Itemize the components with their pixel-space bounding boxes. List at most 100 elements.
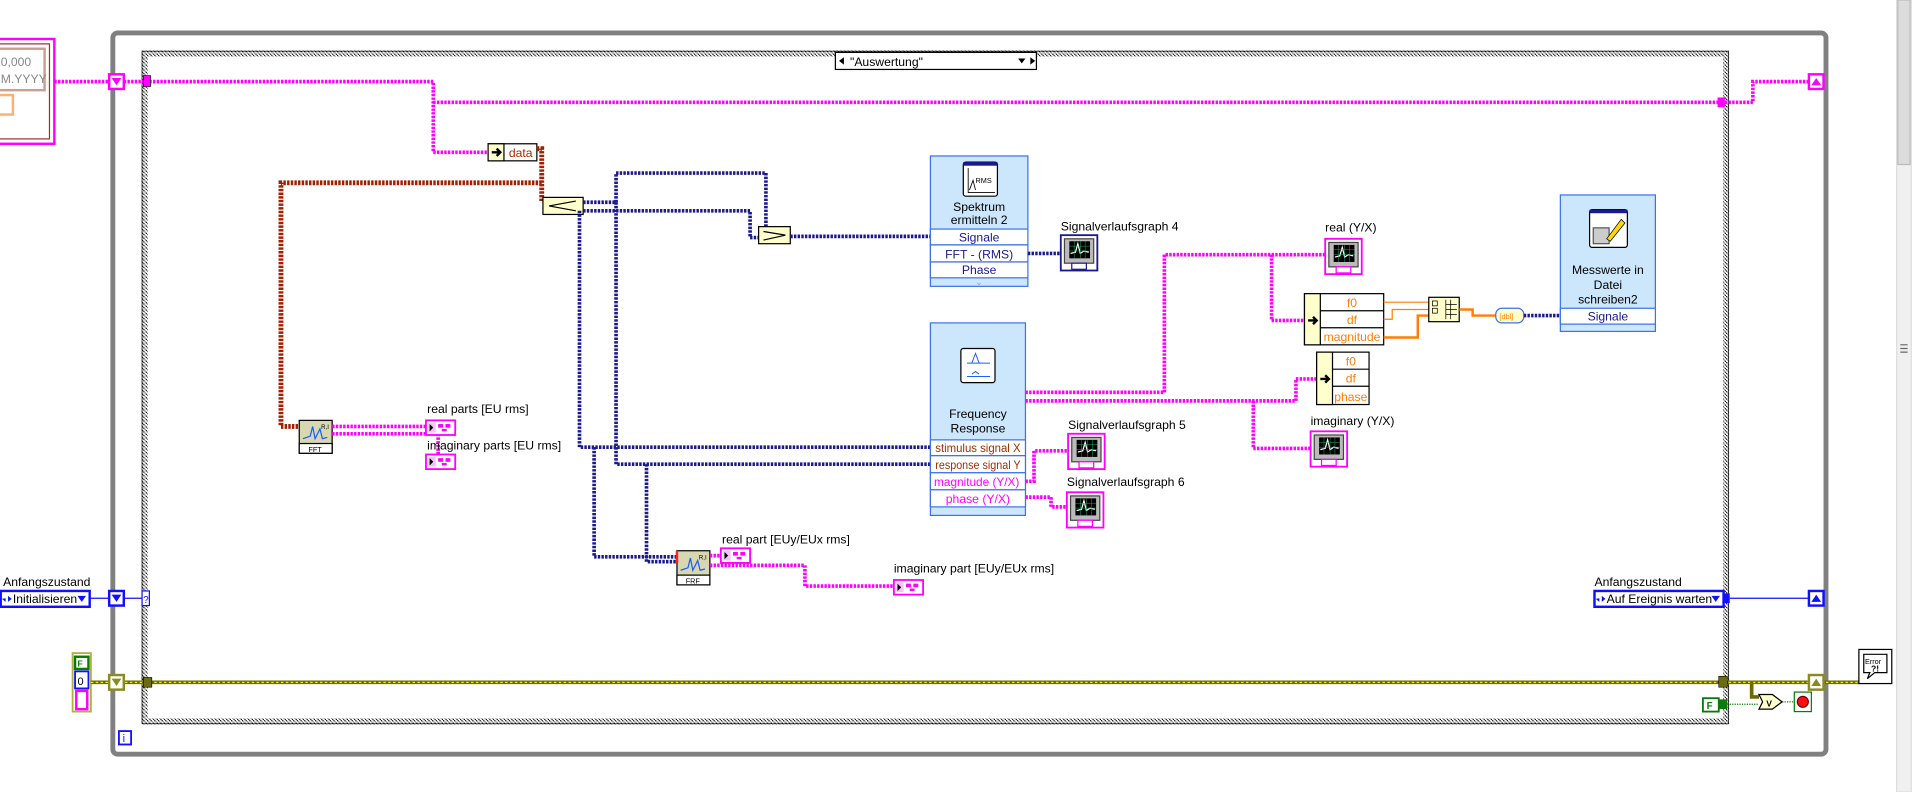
- svg-text:df: df: [1347, 313, 1358, 327]
- frf-vi[interactable]: FRF R,I: [675, 550, 711, 586]
- wire-magnitude: [1025, 449, 1069, 484]
- unbundle-magnitude[interactable]: f0 df magnitude: [1303, 293, 1385, 346]
- fft-real-label: real parts [EU rms]: [427, 402, 528, 416]
- frf-real-indicator[interactable]: [719, 547, 751, 564]
- or-gate[interactable]: V: [1757, 693, 1784, 710]
- graph5-label: Signalverlaufsgraph 5: [1068, 418, 1186, 432]
- unbundle-phase[interactable]: f0 df phase: [1316, 351, 1370, 406]
- frf-real-label: real part [EUy/EUx rms]: [722, 532, 850, 546]
- svg-text:0: 0: [77, 676, 83, 688]
- input-cluster[interactable]: 0,000 M.YYYY: [0, 37, 56, 145]
- svg-text:Error: Error: [1865, 657, 1882, 666]
- svg-text:f0: f0: [1347, 296, 1357, 310]
- terminal-signale-write[interactable]: Signale: [1588, 309, 1629, 323]
- svg-text:RMS: RMS: [975, 176, 991, 185]
- svg-text:schreiben2: schreiben2: [1578, 292, 1638, 306]
- svg-text:FRF: FRF: [686, 577, 701, 586]
- terminal-stimulus[interactable]: stimulus signal X: [935, 441, 1020, 455]
- svg-text:Auf Ereignis warten: Auf Ereignis warten: [1607, 592, 1713, 606]
- svg-text:Spektrum: Spektrum: [953, 200, 1005, 214]
- imag-graph-label: imaginary (Y/X): [1311, 414, 1395, 428]
- terminal-signale[interactable]: Signale: [959, 230, 1000, 244]
- svg-text:Frequency: Frequency: [949, 407, 1007, 421]
- svg-text:phase: phase: [1334, 390, 1367, 404]
- state-enum-constant-left[interactable]: Initialisieren: [0, 589, 91, 609]
- svg-text:[dbl]: [dbl]: [1499, 312, 1513, 321]
- wire-waveform-in: [54, 79, 489, 155]
- state-right-label: Anfangszustand: [1594, 575, 1681, 589]
- case-selector-value: "Auswertung": [850, 55, 923, 69]
- svg-text:Datei: Datei: [1594, 278, 1622, 292]
- terminal-fft-rms[interactable]: FFT - (RMS): [945, 247, 1013, 261]
- real-graph-indicator-icon[interactable]: [1324, 237, 1363, 276]
- svg-text:i: i: [123, 733, 125, 745]
- wire-data: [536, 146, 546, 204]
- svg-text:V: V: [1766, 699, 1772, 709]
- split-signals-node[interactable]: [542, 196, 584, 216]
- while-loop[interactable]: [110, 30, 1829, 757]
- graph5-indicator-icon[interactable]: [1067, 432, 1106, 471]
- vertical-scrollbar[interactable]: [1896, 0, 1912, 792]
- terminal-response[interactable]: response signal Y: [935, 458, 1020, 472]
- wire-frf-out: [709, 553, 894, 588]
- case-selector[interactable]: "Auswertung": [834, 51, 1038, 71]
- svg-text:F: F: [77, 658, 82, 668]
- stop-condition-terminal[interactable]: [1793, 691, 1812, 713]
- svg-text:magnitude: magnitude: [1324, 330, 1381, 344]
- imag-graph-indicator-icon[interactable]: [1309, 430, 1349, 468]
- false-constant[interactable]: F: [1702, 697, 1720, 713]
- svg-text:?: ?: [143, 595, 149, 606]
- error-cluster-constant[interactable]: F 0: [71, 652, 92, 713]
- frequency-response-express-vi[interactable]: Frequency Response stimulus signal X res…: [929, 322, 1027, 517]
- build-array-node[interactable]: [1428, 296, 1460, 323]
- wire-phase: [1025, 495, 1067, 509]
- state-enum-constant-right[interactable]: Auf Ereignis warten: [1593, 589, 1725, 609]
- unbundle-by-name-data[interactable]: data: [487, 143, 538, 162]
- wire-imag-yx: [1025, 377, 1317, 451]
- svg-text:R,I: R,I: [321, 424, 329, 431]
- fft-vi[interactable]: FFT R,I: [298, 419, 333, 454]
- svg-text:F: F: [1707, 701, 1713, 712]
- wire-data-fft: [278, 180, 542, 429]
- terminal-magnitude[interactable]: magnitude (Y/X): [934, 475, 1019, 489]
- expand-chevron-icon[interactable]: ⌄: [975, 277, 983, 288]
- wire-fft-out: [332, 424, 440, 455]
- svg-text:?!: ?!: [1871, 663, 1879, 673]
- spektrum-ermitteln-express-vi[interactable]: RMS Spektrum ermitteln 2 Signale FFT - (…: [929, 155, 1029, 288]
- wire-f0-df: [1383, 301, 1429, 320]
- state-left-label: Anfangszustand: [3, 575, 90, 589]
- svg-text:M.YYYY: M.YYYY: [1, 72, 47, 86]
- svg-text:Response: Response: [951, 422, 1006, 436]
- wire-dynamic-top: [583, 171, 768, 240]
- svg-text:R,I: R,I: [699, 554, 707, 561]
- frf-imag-label: imaginary part [EUy/EUx rms]: [894, 562, 1054, 576]
- wire-waveform-through: [433, 79, 1817, 105]
- merge-signals-node[interactable]: [758, 226, 791, 245]
- svg-text:data: data: [509, 146, 533, 160]
- messwerte-in-datei-schreiben-express-vi[interactable]: Messwerte in Datei schreiben2 Signale: [1559, 194, 1657, 333]
- simple-error-handler[interactable]: Error ?!: [1858, 648, 1893, 685]
- iteration-terminal[interactable]: i: [118, 730, 133, 746]
- wire-stimulus: [577, 210, 931, 559]
- svg-text:Initialisieren: Initialisieren: [13, 592, 77, 606]
- wire-error-status: [1749, 682, 1759, 699]
- terminal-phase-yx[interactable]: phase (Y/X): [946, 492, 1010, 506]
- svg-text:ermitteln 2: ermitteln 2: [951, 213, 1008, 227]
- fft-imag-indicator[interactable]: [425, 453, 457, 471]
- fft-real-indicator[interactable]: [425, 419, 457, 436]
- svg-text:f0: f0: [1346, 355, 1356, 369]
- terminal-phase[interactable]: Phase: [962, 263, 997, 277]
- svg-text:df: df: [1346, 372, 1357, 386]
- frf-imag-indicator[interactable]: [892, 579, 925, 596]
- graph6-indicator-icon[interactable]: [1065, 491, 1105, 529]
- graph6-label: Signalverlaufsgraph 6: [1067, 475, 1185, 489]
- svg-text:FFT: FFT: [308, 445, 322, 454]
- convert-to-dynamic-data-node[interactable]: [dbl]: [1495, 307, 1525, 324]
- fft-imag-label: imaginary parts [EU rms]: [427, 439, 561, 453]
- case-selector-terminal[interactable]: [141, 590, 150, 607]
- svg-text:0,000: 0,000: [1, 55, 32, 69]
- wire-real-yx: [1025, 252, 1327, 395]
- graph4-indicator-icon[interactable]: [1059, 234, 1099, 272]
- svg-text:Messwerte in: Messwerte in: [1572, 263, 1644, 277]
